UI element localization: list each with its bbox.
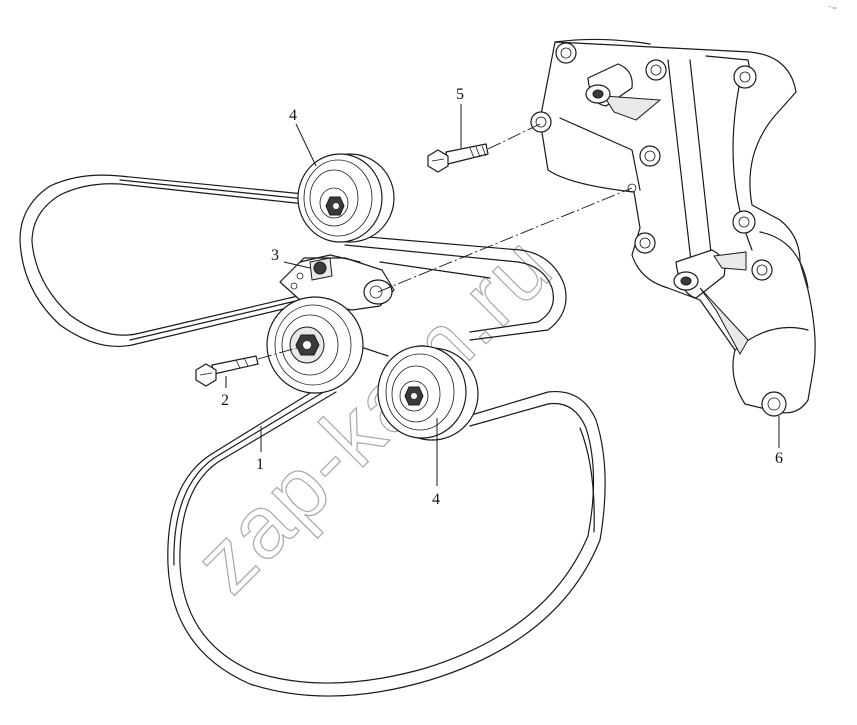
tensioner-bolt bbox=[195, 355, 259, 387]
idler-pulley-lower bbox=[377, 345, 479, 441]
callout-label-4-upper: 4 bbox=[289, 107, 297, 124]
mounting-bracket bbox=[530, 38, 816, 417]
belt-tensioner bbox=[266, 254, 395, 394]
bracket-bolt bbox=[427, 143, 489, 173]
callout-4-upper: 4 bbox=[289, 107, 317, 167]
callout-label-1: 1 bbox=[256, 456, 264, 473]
assembly-centerlines bbox=[257, 123, 633, 360]
callout-2: 2 bbox=[221, 376, 229, 409]
callout-label-2: 2 bbox=[221, 392, 229, 409]
callout-1: 1 bbox=[256, 426, 264, 473]
callout-label-6: 6 bbox=[775, 450, 783, 467]
callout-6: 6 bbox=[775, 416, 783, 467]
callout-label-3: 3 bbox=[271, 247, 279, 264]
corner-mark: °° ••• bbox=[828, 5, 837, 10]
callout-5: 5 bbox=[456, 86, 464, 148]
callout-label-5: 5 bbox=[456, 86, 464, 103]
idler-pulley-upper bbox=[297, 153, 395, 243]
callout-3: 3 bbox=[271, 247, 311, 269]
callout-label-4-lower: 4 bbox=[432, 491, 440, 508]
callout-4-lower: 4 bbox=[432, 418, 440, 508]
